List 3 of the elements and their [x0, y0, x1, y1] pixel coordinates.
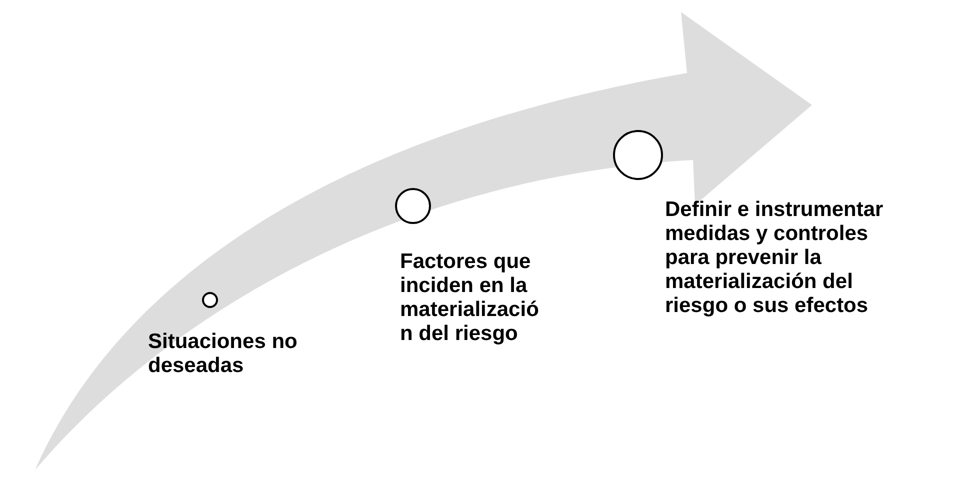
step-label: Definir e instrumentar medidas y controles para prevenir la materialización del riesgo o sus efectos	[665, 198, 884, 318]
step-label: Situaciones no deseadas	[148, 330, 298, 378]
step-label: Factores que inciden en la materialización del riesgo	[400, 250, 540, 346]
